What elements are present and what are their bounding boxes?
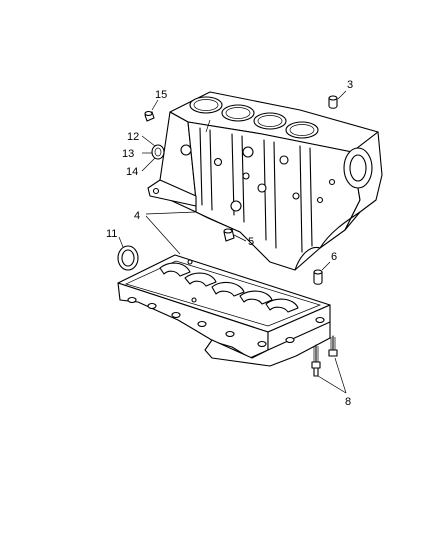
- plug-part-5: [223, 228, 235, 242]
- callout-14: 14: [126, 166, 138, 178]
- bolt-left-part-8: [311, 344, 321, 377]
- callout-labels: 3 15 12 13 14 4 5 11 6 8: [106, 79, 353, 408]
- plug-part-15: [144, 110, 155, 122]
- dowel-pin-part-3: [328, 95, 338, 109]
- callout-11: 11: [106, 228, 117, 240]
- leader-lines: [118, 90, 347, 394]
- dowel-part-6: [313, 269, 323, 285]
- callout-8: 8: [345, 396, 351, 408]
- callout-4: 4: [134, 210, 140, 222]
- callout-13: 13: [122, 148, 134, 160]
- rear-main-seal-part-11: [117, 245, 139, 271]
- bolt-right-part-8: [328, 335, 338, 357]
- callout-6: 6: [331, 251, 337, 263]
- callout-5: 5: [248, 236, 254, 248]
- callout-12: 12: [127, 131, 139, 143]
- callout-3: 3: [347, 79, 353, 91]
- cylinder-block: [147, 91, 383, 271]
- callout-15: 15: [155, 89, 167, 101]
- seal-ring-part-13: [151, 144, 165, 160]
- bedplate: [117, 254, 331, 367]
